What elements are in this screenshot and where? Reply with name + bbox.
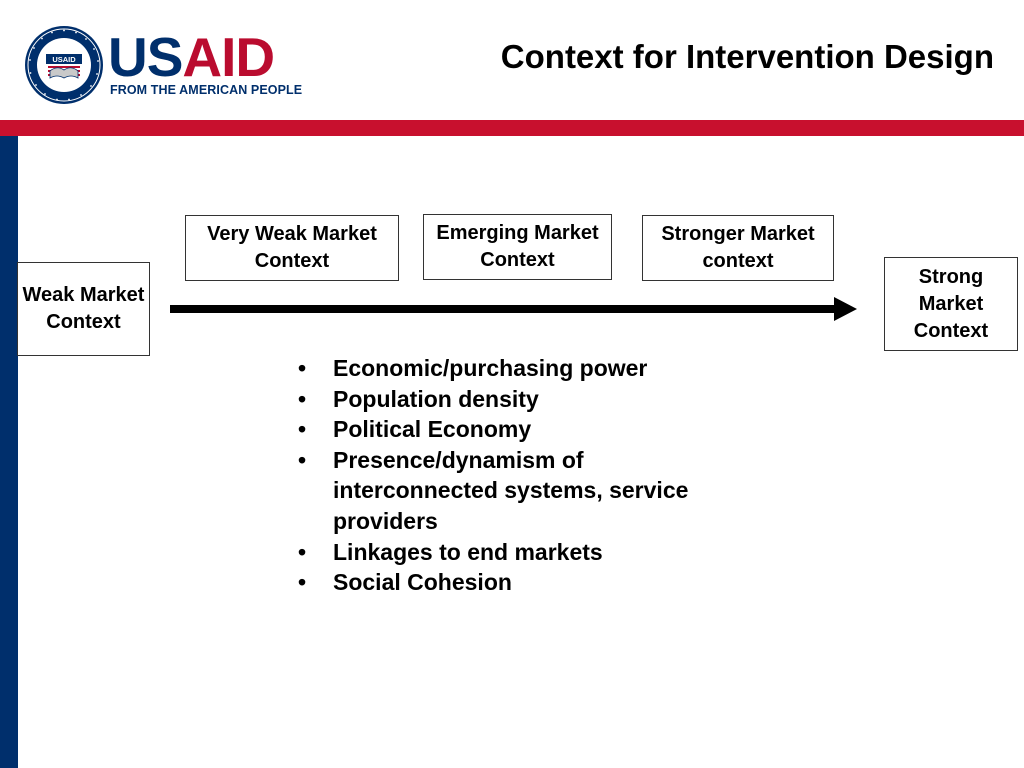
list-item: • Economic/purchasing power — [298, 353, 718, 384]
slide-title: Context for Intervention Design — [500, 38, 994, 75]
list-item: • Presence/dynamism of interconnected sys… — [298, 445, 718, 537]
list-item-text: Population density — [333, 385, 539, 412]
bullet-marker: • — [298, 569, 307, 596]
usaid-seal-icon: USAID — [25, 26, 103, 104]
list-item: • Political Economy — [298, 414, 718, 445]
list-item-text: Political Economy — [333, 416, 532, 443]
list-item-text: Linkages to end markets — [333, 538, 603, 565]
usaid-wordmark: USAID — [108, 30, 275, 85]
arrow-right-icon — [170, 297, 857, 321]
list-item: • Linkages to end markets — [298, 537, 718, 568]
svg-text:USAID: USAID — [52, 55, 76, 64]
bullet-marker: • — [298, 446, 307, 473]
box-very-weak-market-context: Very Weak Market Context — [185, 215, 399, 281]
bullet-marker: • — [298, 416, 307, 443]
logo-tagline: FROM THE AMERICAN PEOPLE — [110, 83, 303, 97]
list-item-text: Presence/dynamism of interconnected syst… — [333, 446, 689, 534]
header-divider-bar — [0, 120, 1024, 136]
left-accent-bar — [0, 136, 18, 768]
box-emerging-market-context: Emerging Market Context — [423, 214, 612, 280]
bullet-marker: • — [298, 355, 307, 381]
bullet-marker: • — [298, 538, 307, 565]
slide-header: USAID USAID FROM THE AMERICAN PEOPLE Con… — [0, 0, 1024, 120]
box-weak-market-context: Weak Market Context — [17, 262, 150, 356]
list-item-text: Social Cohesion — [333, 569, 512, 596]
list-item-text: Economic/purchasing power — [333, 355, 648, 381]
wordmark-us: US — [108, 26, 183, 88]
list-item: • Population density — [298, 384, 718, 415]
list-item: • Social Cohesion — [298, 567, 718, 598]
bullet-marker: • — [298, 385, 307, 412]
wordmark-aid: AID — [182, 26, 275, 88]
box-stronger-market-context: Stronger Market context — [642, 215, 834, 281]
box-strong-market-context: Strong Market Context — [884, 257, 1018, 351]
factor-list: • Economic/purchasing power • Population d… — [298, 353, 718, 598]
